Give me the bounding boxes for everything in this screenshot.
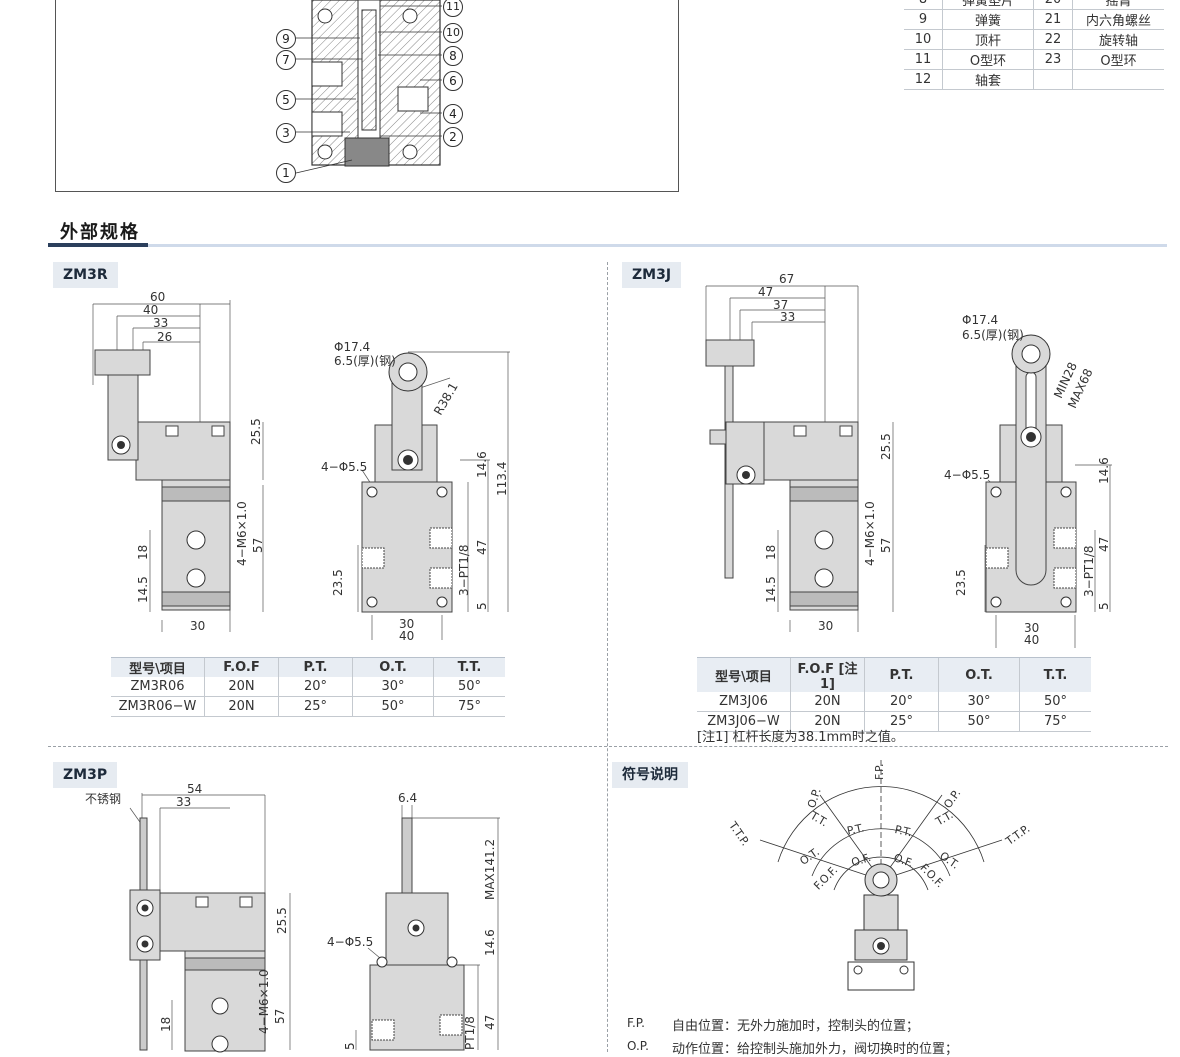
callout-8: 8 xyxy=(443,46,463,66)
zm3j-side-view xyxy=(705,285,894,632)
zm3j-front-view xyxy=(984,334,1112,648)
zm3p-front-view xyxy=(355,805,500,1051)
dim-label: 67 xyxy=(779,272,795,286)
dim-label: 33 xyxy=(153,316,169,330)
zm3p-tag: ZM3P xyxy=(53,762,118,788)
dim-label: 54 xyxy=(187,782,203,796)
dim-label: Φ17.4 xyxy=(334,340,371,354)
callout-1: 1 xyxy=(276,163,296,183)
callout-6: 6 xyxy=(443,71,463,91)
dim-label: 30 xyxy=(190,619,206,633)
dim-label: 6.5(厚)(钢) xyxy=(334,354,396,368)
section-drawing xyxy=(295,0,442,174)
symbol-label: F.P. xyxy=(873,763,886,780)
zm3j-tag: ZM3J xyxy=(622,262,682,288)
section-drawing-frame xyxy=(55,0,679,192)
legend-key-op: O.P. xyxy=(627,1039,649,1053)
callout-4: 4 xyxy=(443,104,463,124)
dim-label: 4−Φ5.5 xyxy=(327,935,374,949)
dim-label: 30 xyxy=(399,617,415,631)
dim-label: 26 xyxy=(157,330,173,344)
legend-text-op: 动作位置：给控制头施加外力，阀切换时的位置； xyxy=(672,1042,959,1057)
dim-label: 30 xyxy=(1024,621,1040,635)
zm3r-side-view xyxy=(92,300,264,632)
dim-label: Φ17.4 xyxy=(962,313,999,327)
dim-label: 不锈钢 xyxy=(85,792,122,806)
dim-label: 6.4 xyxy=(398,791,418,805)
dim-label: 30 xyxy=(818,619,834,633)
legend-key-fp: F.P. xyxy=(627,1016,645,1030)
dim-label: 40 xyxy=(1024,633,1040,647)
dim-label: 40 xyxy=(143,303,159,317)
callout-11: 11 xyxy=(443,0,463,17)
dim-label: 60 xyxy=(150,290,166,304)
symbol-label: P.T. xyxy=(845,821,866,838)
zm3r-front-view xyxy=(357,351,510,640)
zm3r-tag: ZM3R xyxy=(53,262,118,288)
dim-label: 33 xyxy=(176,795,192,809)
legend-text-fp: 自由位置：无外力施加时，控制头的位置； xyxy=(672,1019,920,1034)
symbol-label: P.T. xyxy=(893,823,914,840)
callout-3: 3 xyxy=(276,123,296,143)
section-rule-accent xyxy=(48,243,148,247)
zm3p-side-view xyxy=(129,793,291,1053)
callout-9: 9 xyxy=(276,29,296,49)
divider-horizontal xyxy=(48,746,1168,747)
dim-label: 4−Φ5.5 xyxy=(944,468,991,482)
dim-label: 33 xyxy=(780,310,796,324)
section-title: 外部规格 xyxy=(60,222,140,243)
divider-vertical xyxy=(607,262,608,1052)
table-row: 8弹簧垫片 20摇臂 xyxy=(904,0,1164,10)
callout-5: 5 xyxy=(276,90,296,110)
section-rule xyxy=(148,244,1167,247)
callout-2: 2 xyxy=(443,127,463,147)
zm3j-note: [注1] 杠杆长度为38.1mm时之值。 xyxy=(697,730,904,745)
symbols-tag: 符号说明 xyxy=(612,762,688,788)
dim-label: 6.5(厚)(钢) xyxy=(962,328,1024,342)
callout-10: 10 xyxy=(443,23,463,43)
callout-7: 7 xyxy=(276,50,296,70)
dim-label: 4−Φ5.5 xyxy=(321,460,368,474)
dim-label: 47 xyxy=(758,285,774,299)
dim-label: 40 xyxy=(399,629,415,643)
dim-label: 37 xyxy=(773,298,789,312)
